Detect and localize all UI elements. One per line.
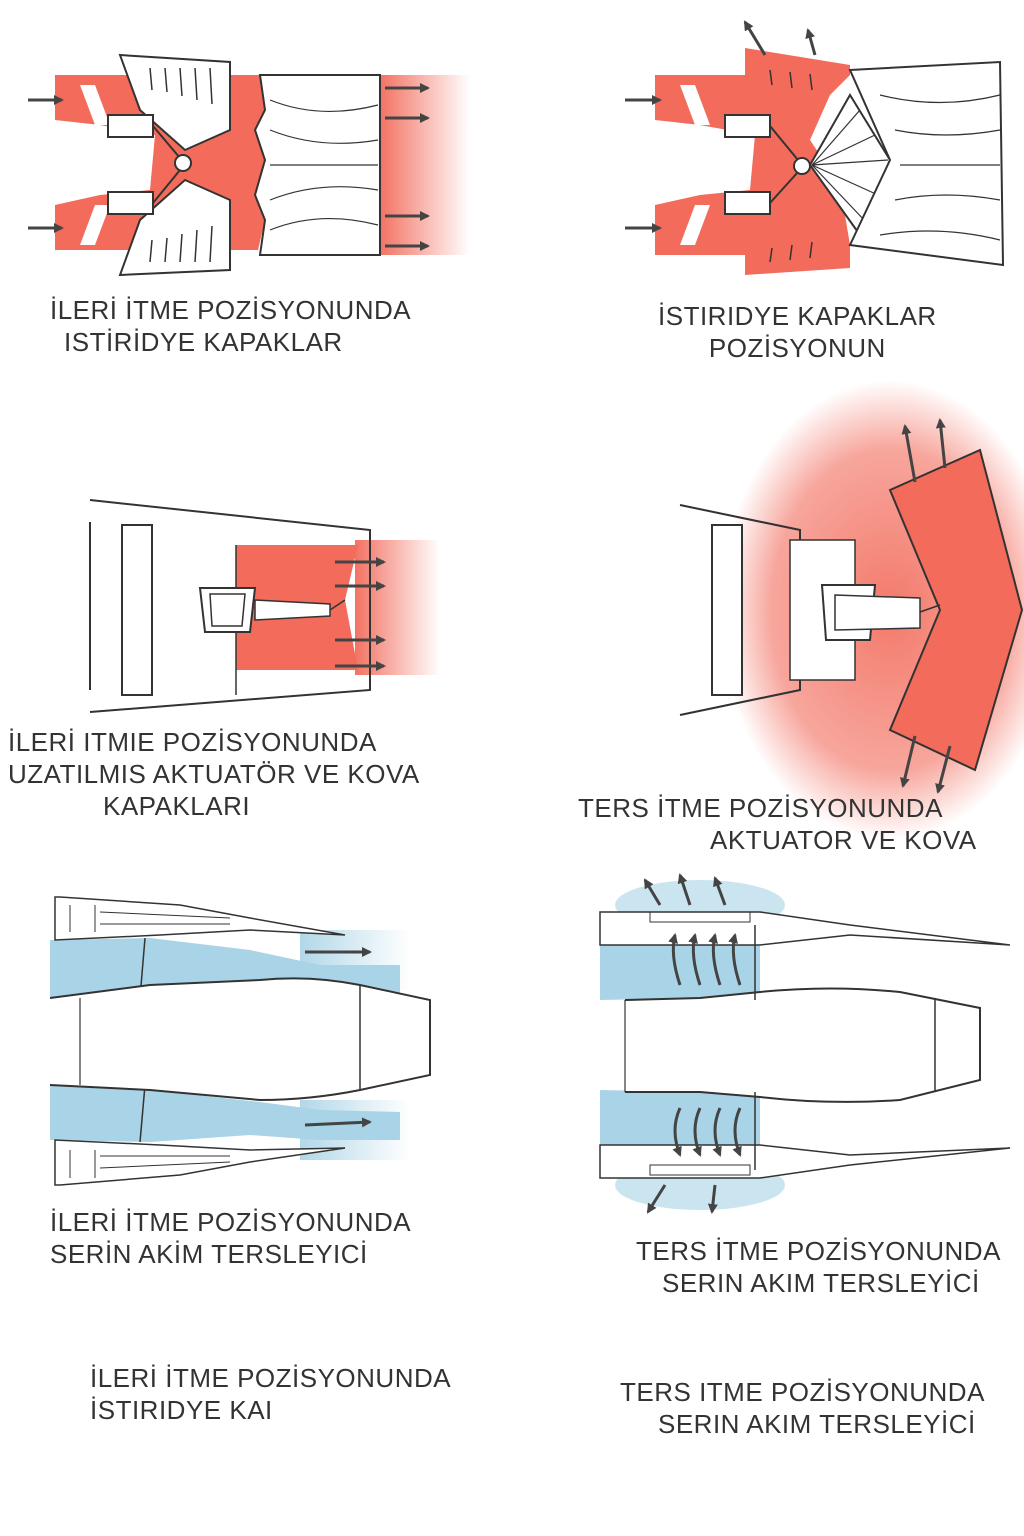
caption-line: SERIN AKIM TERSLEYİCİ: [658, 1409, 976, 1439]
actuator: [198, 587, 257, 633]
lower-clam-door: [118, 178, 231, 277]
exhaust-plume: [355, 540, 440, 675]
caption-line: İLERİ ITMIE POZİSYONUNDA: [8, 727, 377, 757]
engine-core: [49, 977, 431, 1102]
caption-clamshell-forward: İLERİ İTME POZİSYONUNDA ISTİRİDYE KAPAKL…: [50, 294, 411, 358]
caption-line: TERS ITME POZİSYONUNDA: [620, 1377, 985, 1407]
caption-clamshell-reverse: İSTIRIDYE KAPAKLAR POZİSYONUN: [658, 300, 937, 364]
nacelle-outline: [89, 499, 371, 713]
nozzle-body: [848, 60, 1005, 267]
caption-cold-stream-forward: İLERİ İTME POZİSYONUNDA SERİN AKİM TERSL…: [50, 1206, 411, 1270]
caption-line: İSTIRIDYE KAPAKLAR: [658, 301, 937, 331]
caption-line: İLERİ İTME POZİSYONUNDA: [50, 1207, 412, 1237]
caption-line: SERİN AKİM TERSLEYICİ: [50, 1239, 368, 1269]
panel-cold-stream-reverse: [599, 873, 1011, 1214]
caption-line: TERS İTME POZİSYONUNDA: [578, 793, 943, 823]
exhaust-plume: [380, 75, 470, 255]
panel-clamshell-reverse: [625, 20, 1005, 275]
caption-line: POZİSYONUN: [708, 333, 886, 363]
caption-bucket-reverse: TERS İTME POZİSYONUNDA AKTUATOR VE KOVA: [578, 792, 977, 856]
panel-clamshell-forward: [28, 53, 470, 277]
caption-cold-stream-reverse: TERS İTME POZİSYONUNDA SERIN AKIM TERSLE…: [636, 1235, 1001, 1299]
caption-line: KAPAKLARI: [103, 791, 251, 821]
caption-extra-left: İLERİ İTME POZİSYONUNDA İSTIRIDYE KAI: [90, 1362, 451, 1426]
caption-line: SERIN AKIM TERSLEYİCİ: [662, 1268, 980, 1298]
caption-extra-right: TERS ITME POZİSYONUNDA SERIN AKIM TERSLE…: [620, 1376, 985, 1440]
caption-line: İLERİ İTME POZİSYONUNDA: [90, 1363, 452, 1393]
caption-bucket-forward: İLERİ ITMIE POZİSYONUNDA UZATILMIS AKTUA…: [8, 726, 420, 822]
panel-bucket-reverse: [679, 380, 1024, 840]
caption-line: AKTUATOR VE KOVA: [710, 825, 977, 855]
caption-line: TERS İTME POZİSYONUNDA: [636, 1236, 1001, 1266]
engine-core: [624, 987, 981, 1103]
panel-cold-stream-forward: [49, 896, 431, 1186]
upper-clam-door: [118, 53, 231, 152]
caption-line: ISTİRİDYE KAPAKLAR: [64, 327, 343, 357]
caption-line: İSTIRIDYE KAI: [90, 1395, 273, 1425]
panel-bucket-forward: [89, 499, 440, 713]
deployed-bucket: [888, 448, 1024, 772]
caption-line: İLERİ İTME POZİSYONUNDA: [50, 295, 412, 325]
caption-line: UZATILMIS AKTUATÖR VE KOVA: [8, 759, 420, 789]
